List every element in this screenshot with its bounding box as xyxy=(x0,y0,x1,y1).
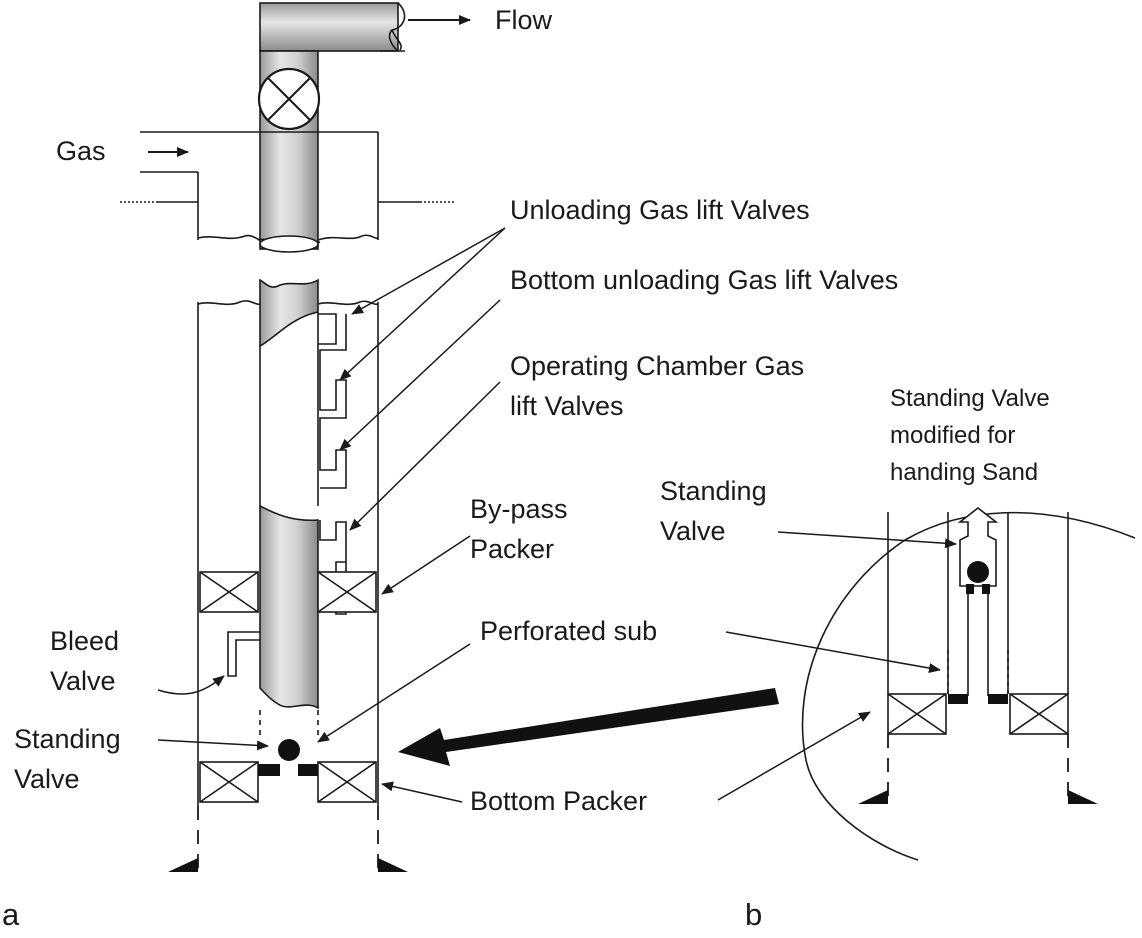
well-a xyxy=(120,2,471,872)
leader-lines-a xyxy=(157,227,506,803)
standing-valve-a-label-line2: Valve xyxy=(14,764,80,794)
unloading-valves-label: Unloading Gas lift Valves xyxy=(510,195,810,225)
detail-standing-valve-icon xyxy=(957,506,999,696)
panel-b-label: b xyxy=(745,897,762,932)
bottom-packer-icon xyxy=(199,761,377,803)
flowline-pipe xyxy=(259,2,406,52)
bypass-packer-label-line1: By-pass xyxy=(470,494,568,524)
flow-label: Flow xyxy=(495,5,553,35)
gas-label: Gas xyxy=(56,136,106,166)
detail-pointer-arrow xyxy=(398,688,779,766)
wellhead-valve-icon xyxy=(257,67,321,131)
text-labels: Flow Gas Unloading Gas lift Valves Botto… xyxy=(2,5,1050,932)
gas-lift-valves xyxy=(318,313,347,615)
detail-b xyxy=(717,506,1136,861)
panel-a-label: a xyxy=(2,897,20,932)
operating-chamber-label-line2: lift Valves xyxy=(510,391,624,421)
detail-seat-icon xyxy=(948,694,1008,704)
perforated-sub-icon xyxy=(259,710,319,740)
modified-valve-label-line2: modified for xyxy=(890,422,1015,449)
standing-valve-a-label-line1: Standing xyxy=(14,724,121,754)
bottom-packer-label: Bottom Packer xyxy=(470,786,647,816)
modified-valve-label-line3: handing Sand xyxy=(890,459,1038,486)
standing-valve-b-label-line2: Valve xyxy=(660,516,726,546)
bypass-packer-label-line2: Packer xyxy=(470,534,554,564)
standing-valve-b-label-line1: Standing xyxy=(660,476,767,506)
casing-lower xyxy=(168,300,408,872)
tubing-middle xyxy=(259,278,319,506)
modified-valve-label-line1: Standing Valve xyxy=(890,385,1050,412)
perforated-sub-label: Perforated sub xyxy=(480,616,657,646)
bleed-valve-icon xyxy=(227,631,260,677)
bleed-valve-label-line2: Valve xyxy=(50,666,116,696)
bleed-valve-label-line1: Bleed xyxy=(50,626,119,656)
casing-head xyxy=(120,131,455,241)
bottom-unloading-valves-label: Bottom unloading Gas lift Valves xyxy=(510,265,898,295)
operating-chamber-label-line1: Operating Chamber Gas xyxy=(510,351,804,381)
standing-valve-icon xyxy=(258,739,320,776)
detail-packer-icon xyxy=(887,693,1069,735)
bypass-packer-icon xyxy=(199,571,377,613)
tubing-lower xyxy=(259,504,319,710)
